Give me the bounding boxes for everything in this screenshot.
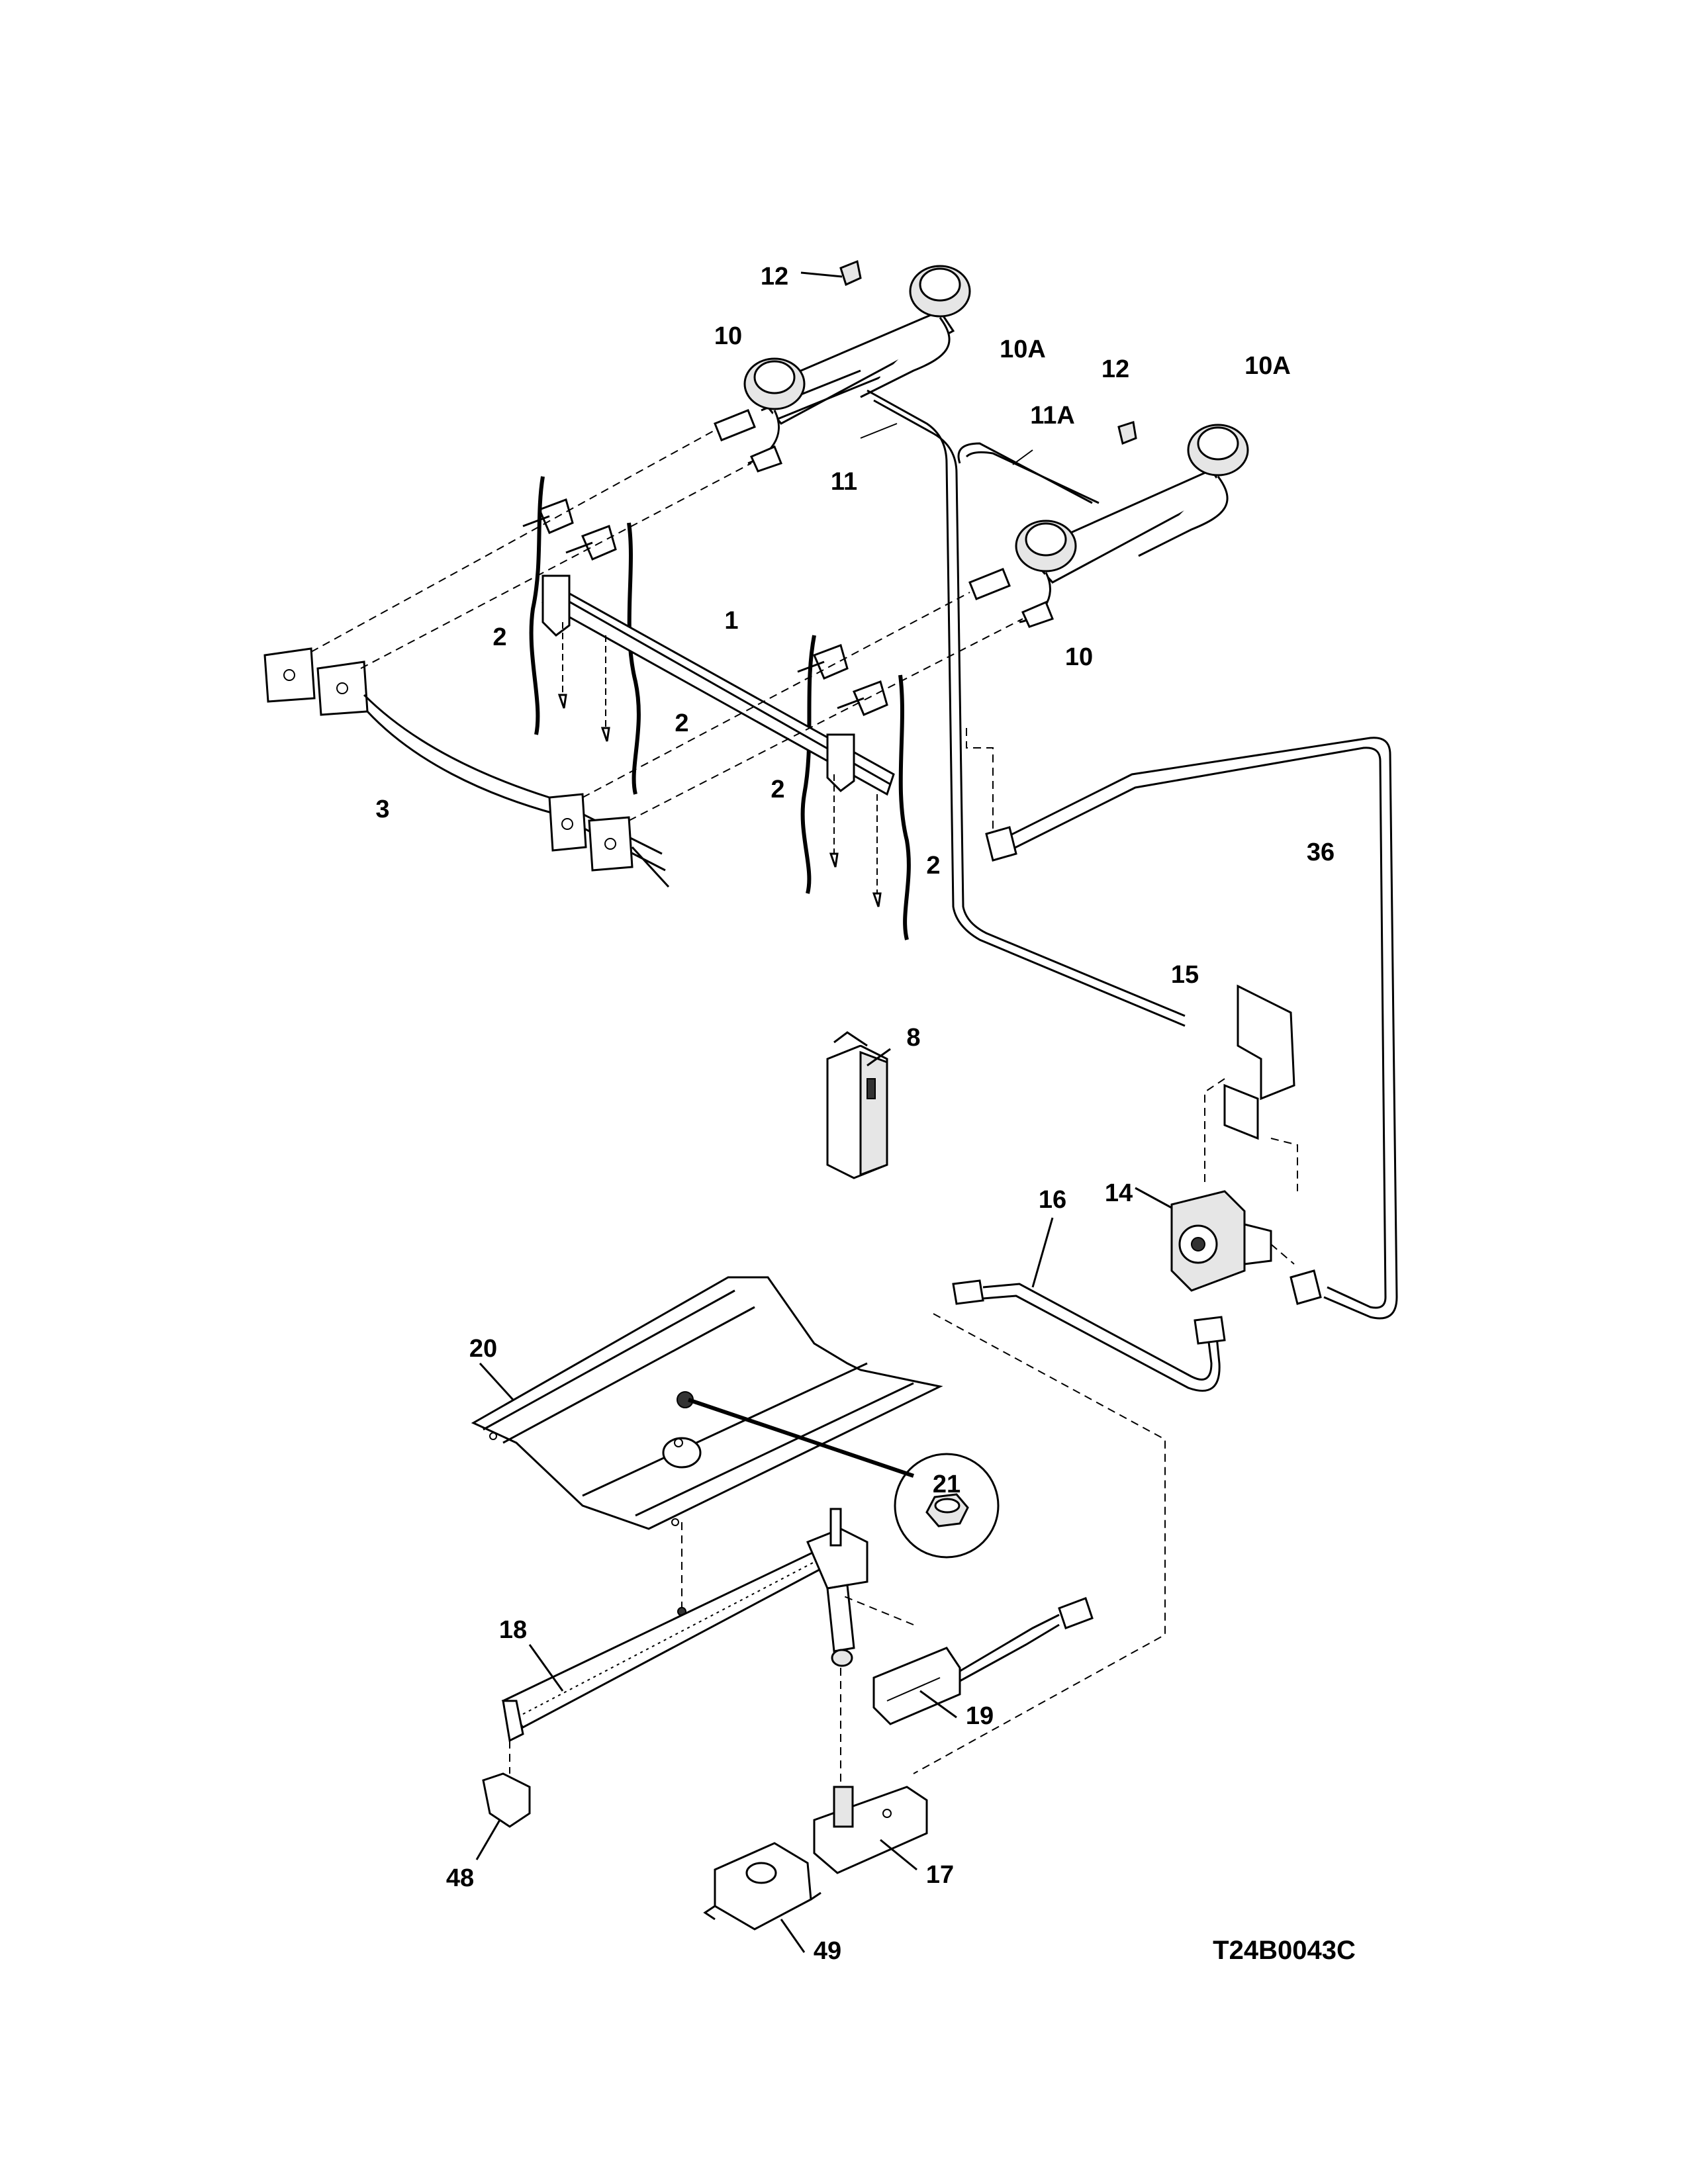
assembly-lines-top <box>310 430 1023 847</box>
label-10A-left: 10A <box>1000 336 1046 363</box>
manifold <box>541 574 895 907</box>
label-49: 49 <box>814 1937 841 1965</box>
diagram-code: T24B0043C <box>1213 1936 1356 1965</box>
clip-right <box>1117 421 1137 445</box>
shield-49 <box>703 1842 821 1953</box>
label-2-b: 2 <box>675 709 688 737</box>
clip-left <box>800 259 862 287</box>
label-17: 17 <box>926 1861 954 1889</box>
label-48: 48 <box>446 1864 474 1892</box>
label-8: 8 <box>906 1024 920 1052</box>
label-3: 3 <box>375 796 389 823</box>
label-15: 15 <box>1171 961 1199 989</box>
burner-assembly-right <box>968 424 1249 628</box>
broiler-burner <box>501 1508 868 1743</box>
label-10-right: 10 <box>1065 643 1093 671</box>
label-20: 20 <box>469 1335 497 1363</box>
bracket-48 <box>475 1741 531 1860</box>
label-36: 36 <box>1307 839 1335 866</box>
label-12-right: 12 <box>1102 355 1129 383</box>
label-21: 21 <box>933 1471 961 1498</box>
label-12-left: 12 <box>761 263 788 291</box>
label-10-left: 10 <box>714 322 742 350</box>
label-2-d: 2 <box>926 852 940 880</box>
label-2-c: 2 <box>771 776 784 803</box>
burner-assembly-left <box>714 265 971 473</box>
broiler-shield <box>471 1276 943 1530</box>
label-19: 19 <box>966 1702 994 1730</box>
pressure-regulator <box>1135 1187 1295 1292</box>
tube-36 <box>985 737 1398 1320</box>
tube-16 <box>952 1217 1226 1392</box>
valves <box>522 476 911 940</box>
label-10A-right: 10A <box>1244 352 1291 380</box>
label-16: 16 <box>1039 1186 1066 1214</box>
label-1: 1 <box>724 607 738 635</box>
label-11: 11 <box>831 468 857 496</box>
broiler-igniter <box>840 1594 1094 1725</box>
orifice-holder <box>813 1668 928 1874</box>
label-11A: 11A <box>1030 402 1075 430</box>
label-18: 18 <box>499 1616 527 1644</box>
regulator-bracket <box>1204 984 1298 1191</box>
burner-bracket <box>263 647 670 888</box>
label-2-a: 2 <box>492 623 506 651</box>
gas-tubes <box>860 389 1186 1027</box>
label-14: 14 <box>1105 1179 1133 1207</box>
spark-module <box>826 1031 891 1179</box>
nut-detail <box>894 1453 1000 1559</box>
assembly-line-gas <box>913 1313 1166 1774</box>
